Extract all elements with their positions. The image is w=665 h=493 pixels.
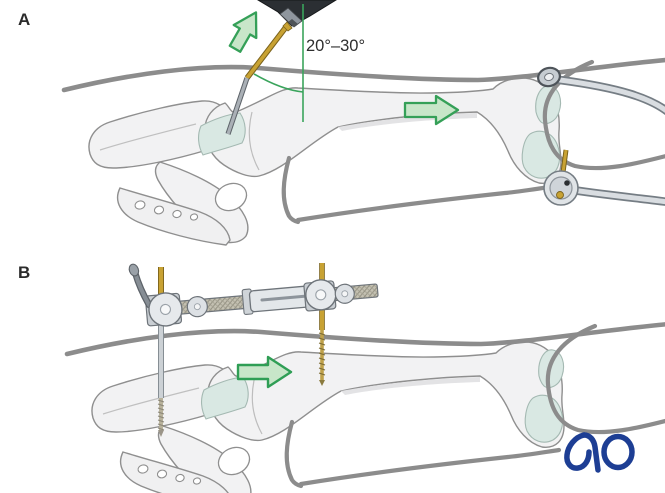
ao-logo-letter-a-leg: [581, 432, 601, 473]
traction-bow-icon: [537, 66, 665, 206]
drill-chuck-icon: [225, 0, 337, 135]
bow-arm-top: [557, 77, 665, 113]
arrow-up-insertion-icon: [228, 11, 258, 53]
right-pin-threads: [318, 332, 326, 376]
chuck-tip-collar: [282, 21, 293, 32]
bow-knob-nut: [556, 191, 564, 199]
right-pin-tip: [319, 380, 325, 386]
cam-lever: [133, 270, 151, 307]
bow-arm-top-edge: [555, 75, 665, 116]
ao-logo-letter-a: [564, 432, 592, 471]
guide-wire-gold: [245, 25, 288, 80]
angle-label: 20°–30°: [306, 37, 365, 55]
femoral-distractor-icon: [128, 263, 379, 327]
panel-b: B: [18, 263, 665, 493]
left-clamp-hole: [159, 303, 172, 316]
angle-annotation: 20°–30°: [253, 4, 365, 122]
angle-arc: [253, 73, 304, 93]
left-pin-tip: [158, 430, 164, 437]
ao-logo-icon: [564, 432, 635, 473]
right-clamp-hole: [315, 289, 327, 301]
arrow-right-traction-icon: [403, 94, 460, 126]
right-secondary-hole: [341, 290, 349, 298]
cam-lever-handle: [128, 263, 140, 277]
bow-arm-bottom: [569, 187, 665, 205]
arrow-up-shape: [228, 11, 258, 53]
ao-logo-letter-o: [601, 433, 635, 471]
schanz-pin-left: [157, 267, 165, 437]
left-secondary-hole: [193, 303, 201, 311]
panel-a-anatomy: [64, 60, 665, 245]
panel-a: 20°–30° A: [18, 0, 665, 245]
panel-a-label: A: [18, 10, 30, 29]
left-pin-threads: [157, 399, 165, 431]
sleeve-slot: [260, 294, 308, 302]
arrow-right-traction-icon: [236, 355, 293, 389]
panel-b-label: B: [18, 263, 30, 282]
bow-knob-top-center: [544, 72, 554, 82]
bow-knob-dot: [564, 180, 570, 186]
chuck-nose-ring: [288, 19, 298, 27]
guide-wire-deep: [226, 77, 249, 135]
